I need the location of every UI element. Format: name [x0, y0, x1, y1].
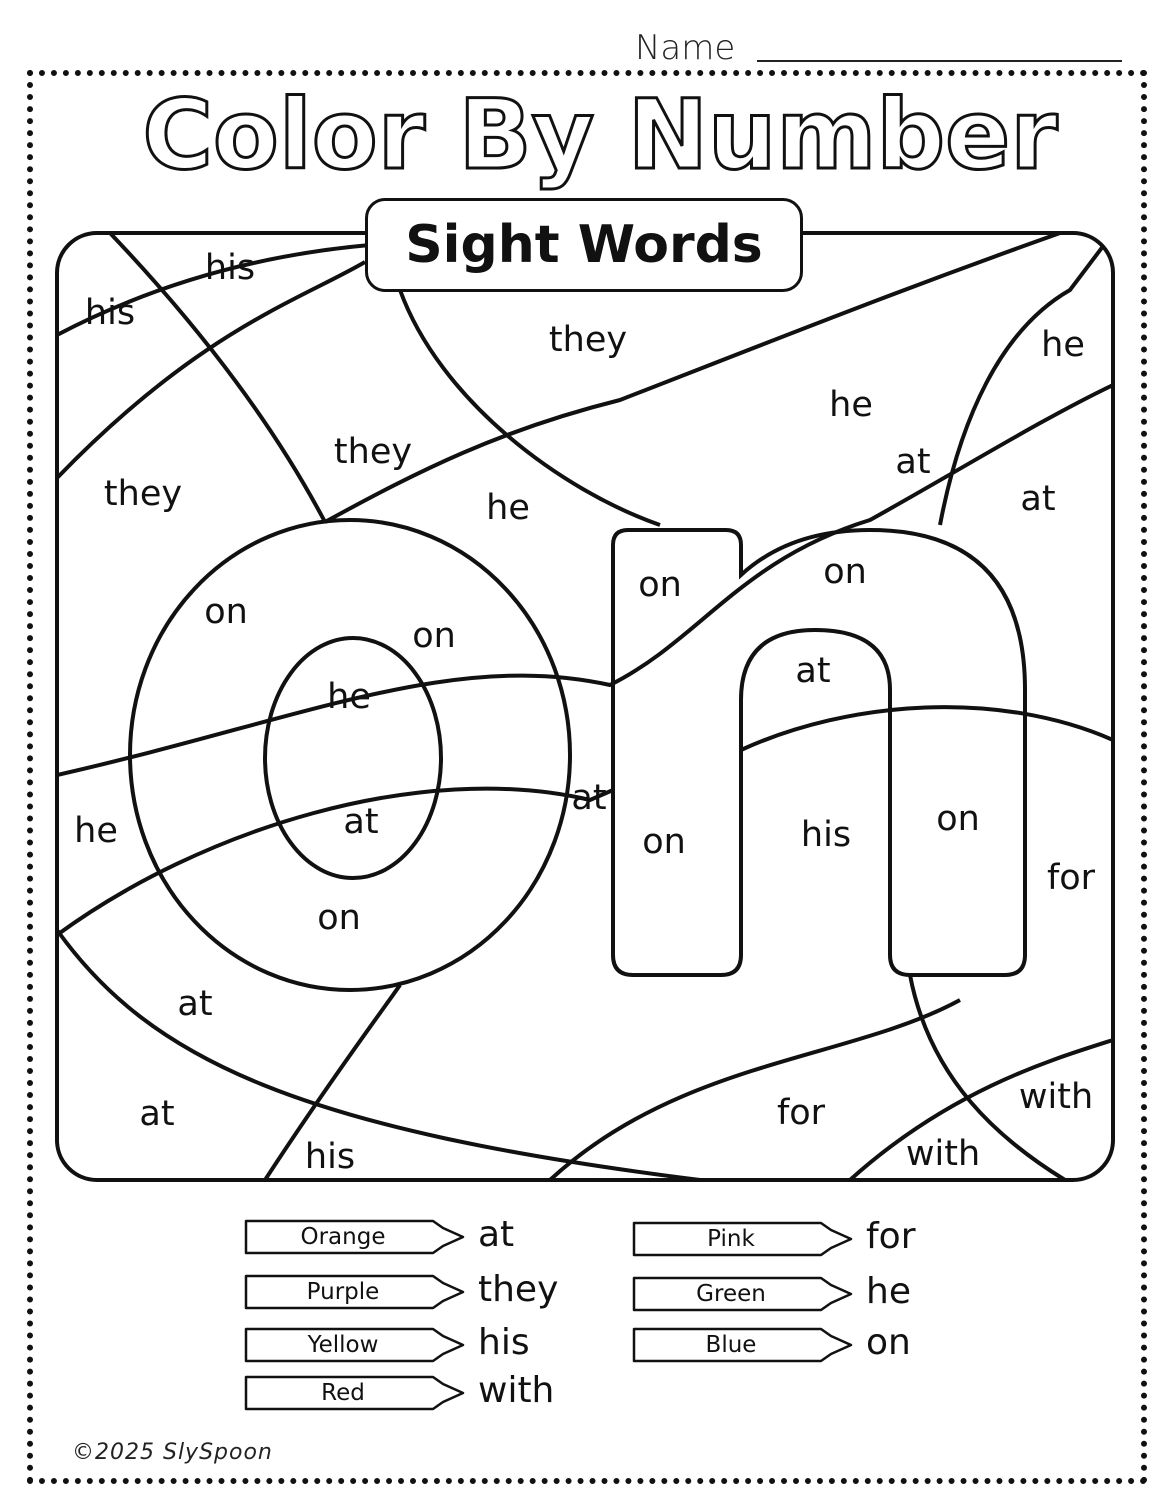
region-label[interactable]: for — [776, 1093, 826, 1133]
region-label[interactable]: at — [895, 442, 931, 482]
region-label[interactable]: on — [317, 898, 361, 938]
crayon-icon — [632, 1276, 853, 1312]
crayon-key-item: Pink — [631, 1220, 856, 1258]
crayon-color-name: Red — [321, 1380, 365, 1406]
region-label[interactable]: on — [412, 616, 456, 656]
key-sight-word: for — [866, 1216, 916, 1257]
key-sight-word: they — [478, 1269, 559, 1310]
region-label[interactable]: his — [304, 1137, 356, 1177]
name-label: Name — [635, 28, 736, 68]
crayon-color-name: Orange — [300, 1224, 386, 1250]
crayon-key-item: Green — [631, 1275, 856, 1313]
letter-n — [611, 527, 1027, 977]
crayon-icon — [244, 1219, 465, 1255]
region-label[interactable]: he — [486, 488, 530, 528]
crayon-key-item: Blue — [631, 1326, 856, 1364]
key-sight-word: with — [478, 1370, 555, 1411]
name-input-line[interactable] — [757, 60, 1122, 62]
dotted-page-border — [27, 70, 1147, 1484]
region-label[interactable]: he — [829, 385, 873, 425]
region-label[interactable]: he — [74, 811, 118, 851]
crayon-key-item: Purple — [243, 1273, 468, 1311]
region-label[interactable]: on — [823, 552, 867, 592]
page-title: Color By Number — [142, 79, 1058, 191]
region-label[interactable]: he — [327, 677, 371, 717]
region-label[interactable]: at — [139, 1094, 175, 1134]
crayon-color-name: Green — [696, 1281, 766, 1307]
region-label[interactable]: he — [1041, 325, 1085, 365]
crayon-key-item: Yellow — [243, 1326, 468, 1364]
subtitle-badge: Sight Words — [365, 198, 803, 292]
region-label[interactable]: for — [1046, 858, 1096, 898]
region-label[interactable]: at — [571, 778, 607, 818]
region-label[interactable]: they — [333, 432, 413, 472]
key-sight-word: his — [478, 1322, 530, 1363]
letter-o-outer — [128, 518, 572, 992]
crayon-color-name: Purple — [306, 1279, 380, 1305]
crayon-icon — [632, 1221, 853, 1257]
region-boundaries — [57, 233, 1113, 1180]
region-label[interactable]: at — [177, 984, 213, 1024]
crayon-color-name: Blue — [705, 1332, 757, 1358]
crayon-icon — [244, 1327, 465, 1363]
crayon-key-item: Orange — [243, 1218, 468, 1256]
region-label[interactable]: his — [84, 293, 136, 333]
key-sight-word: he — [866, 1271, 911, 1312]
region-label[interactable]: with — [1018, 1077, 1094, 1117]
crayon-color-name: Yellow — [307, 1332, 379, 1358]
region-label[interactable]: with — [905, 1134, 981, 1174]
region-label[interactable]: they — [548, 320, 628, 360]
region-label[interactable]: on — [642, 822, 686, 862]
crayon-color-name: Pink — [707, 1226, 755, 1252]
crayon-icon — [244, 1274, 465, 1310]
region-label[interactable]: they — [103, 474, 183, 514]
key-sight-word: at — [478, 1214, 515, 1255]
region-label[interactable]: at — [795, 651, 831, 691]
crayon-icon — [632, 1327, 853, 1363]
region-label[interactable]: on — [204, 592, 248, 632]
region-label[interactable]: on — [638, 565, 682, 605]
copyright: ©2025 SlySpoon — [72, 1440, 273, 1465]
crayon-key-item: Red — [243, 1374, 468, 1412]
region-label[interactable]: his — [204, 248, 256, 288]
region-label[interactable]: at — [343, 802, 379, 842]
key-sight-word: on — [866, 1322, 911, 1363]
region-label[interactable]: at — [1020, 479, 1056, 519]
crayon-icon — [244, 1375, 465, 1411]
region-label[interactable]: on — [936, 799, 980, 839]
letter-o-inner — [263, 636, 443, 880]
region-label[interactable]: his — [800, 815, 852, 855]
